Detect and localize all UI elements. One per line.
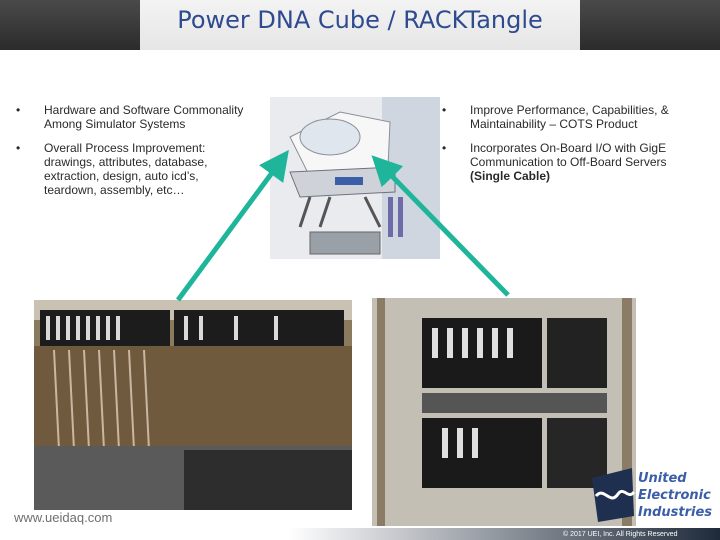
left-bullet-list: Hardware and Software Commonality Among … [14,103,244,207]
svg-text:Industries: Industries [638,505,712,520]
company-logo: United Electronic Industries [590,466,718,529]
bullet-item: Hardware and Software Commonality Among … [14,103,244,131]
bullet-item: Incorporates On-Board I/O with GigE Comm… [440,141,700,183]
bullet-item: Overall Process Improvement: drawings, a… [14,141,244,197]
bullet-item: Improve Performance, Capabilities, & Mai… [440,103,700,131]
footer-bar [0,528,720,540]
rack-photo-left [34,300,352,510]
svg-text:Electronic: Electronic [638,488,711,503]
footer-url[interactable]: www.ueidaq.com [14,510,113,525]
bullet-text: Improve Performance, Capabilities, & Mai… [470,103,669,131]
arrow-left [175,149,289,302]
slide-title: Power DNA Cube / RACKTangle [177,6,543,34]
bullet-text: Incorporates On-Board I/O with GigE Comm… [470,141,667,169]
copyright-text: © 2017 UEI, Inc. All Rights Reserved [563,531,678,538]
svg-text:United: United [638,471,687,486]
bullet-bold-text: (Single Cable) [470,169,551,183]
title-highlight [140,0,580,50]
title-band [0,0,720,50]
simulator-image [270,97,440,259]
arrow-right [371,155,510,297]
rack-photo-right [372,298,636,526]
right-bullet-list: Improve Performance, Capabilities, & Mai… [440,103,700,193]
